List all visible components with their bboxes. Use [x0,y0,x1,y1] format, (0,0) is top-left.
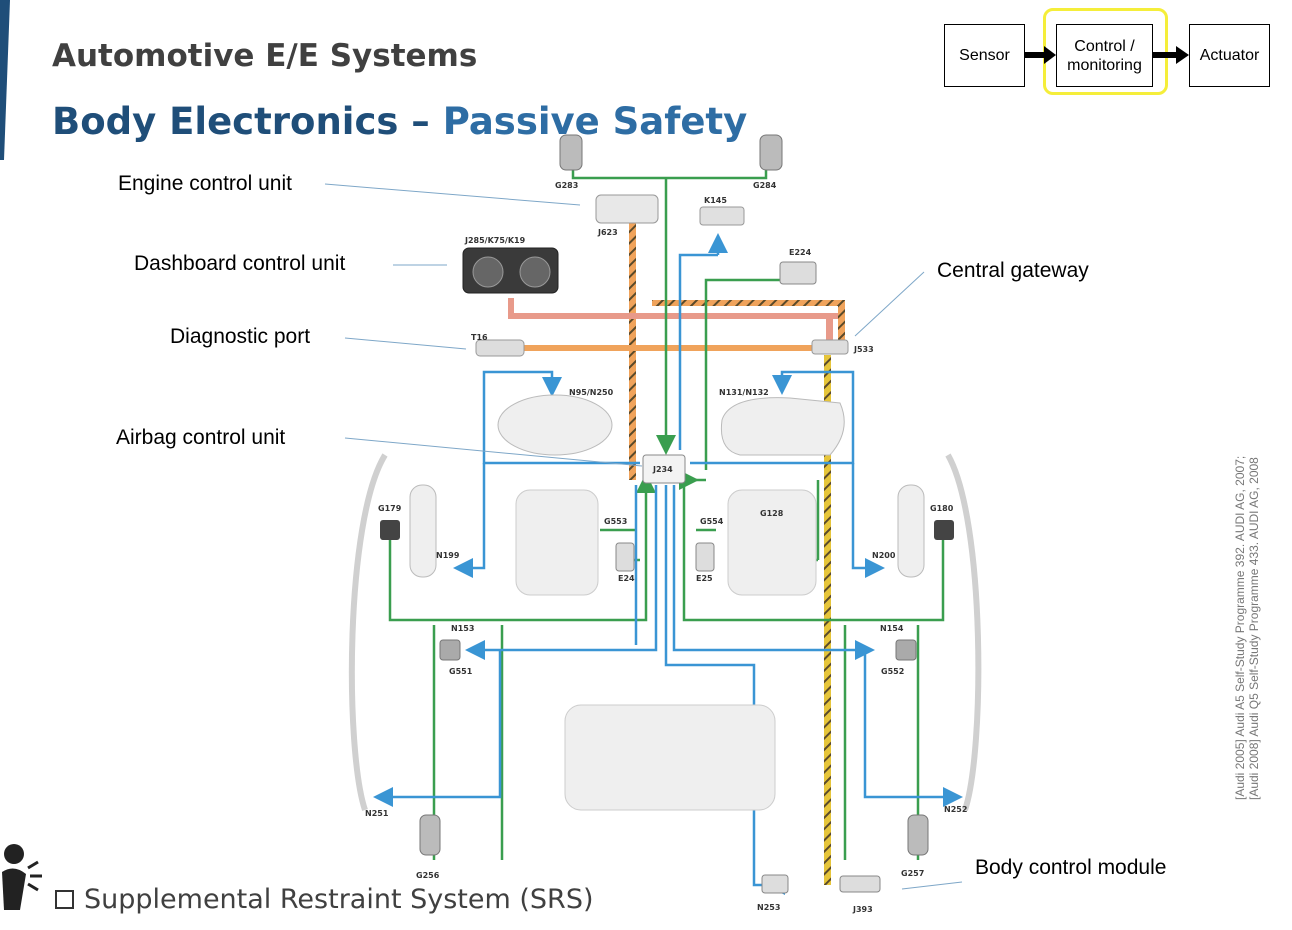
driver-seat-shape [515,489,599,596]
label-g256: G256 [416,871,440,880]
callout-diagnostic: Diagnostic port [170,325,311,348]
bullet-checkbox-icon [55,890,74,909]
subtitle-main: Body Electronics – [52,100,430,143]
k145-shape [699,206,745,226]
label-e24: E24 [618,574,635,583]
label-n95: N95/N250 [569,388,614,397]
g552-sensor [895,639,917,661]
srs-text: Supplemental Restraint System (SRS) [84,884,594,915]
e224-shape [779,261,817,285]
seatbelt-g257 [907,814,929,856]
label-g180: G180 [930,504,954,513]
label-g179: G179 [378,504,402,513]
g551-sensor [439,639,461,661]
n253-shape [761,874,789,894]
actuator-wires [373,233,963,895]
citation-line-2: [Audi 2008] Audi Q5 Self-Study Programme… [1247,457,1261,800]
label-k145: K145 [704,196,727,205]
label-g554: G554 [700,517,724,526]
label-j623: J623 [597,228,618,237]
control-box: Control / monitoring [1056,24,1153,87]
label-g552: G552 [881,667,904,676]
callout-airbag: Airbag control unit [116,426,286,449]
component-labels: G283 G284 J623 K145 J285/K75/K19 E224 T1… [365,181,967,914]
label-g257: G257 [901,869,924,878]
g180-sensor [934,520,954,540]
callout-engine: Engine control unit [118,172,292,195]
callout-body: Body control module [975,856,1167,879]
e24-switch [615,542,635,572]
passenger-airbag-shape [720,397,845,456]
page-title: Automotive E/E Systems [52,38,478,74]
passenger-seat-shape [727,489,817,596]
arrow-sensor-control [1025,46,1056,64]
label-n251: N251 [365,809,389,818]
seatbelt-g256 [419,814,441,856]
g179-sensor [380,520,400,540]
seatbelt-g283 [559,134,583,171]
body-control-shape [839,875,881,893]
accent-bar [0,0,10,160]
citation: [Audi 2005] Audi A5 Self-Study Programme… [1233,430,1273,800]
label-g551: G551 [449,667,473,676]
label-n153: N153 [451,624,474,633]
label-t16: T16 [471,333,488,342]
driver-airbag-shape [497,394,613,456]
control-label-1: Control / [1074,37,1135,55]
subtitle-topic: Passive Safety [442,100,748,143]
side-airbag-left [409,484,437,578]
label-g553: G553 [604,517,627,526]
label-e224: E224 [789,248,812,257]
callout-gateway: Central gateway [937,259,1089,282]
e25-switch [695,542,715,572]
airbag-ecu-shape [642,454,686,484]
engine-ecu-shape [595,194,659,224]
label-n253: N253 [757,903,780,912]
arrow-control-actuator [1153,46,1189,64]
label-g128: G128 [760,509,784,518]
sensor-box: Sensor [944,24,1025,87]
side-airbag-right [897,484,925,578]
label-n199: N199 [436,551,460,560]
label-j393: J393 [852,905,873,914]
label-j533: J533 [853,345,874,354]
vehicle-outline [348,453,982,811]
label-n154: N154 [880,624,904,633]
seatbelt-g284 [759,134,783,171]
component-shapes [380,134,954,894]
srs-bullet: Supplemental Restraint System (SRS) [55,884,594,915]
can-bus-orange [508,222,845,480]
label-j285: J285/K75/K19 [464,236,526,245]
label-n131: N131/N132 [719,388,769,397]
obd-port-shape [475,339,525,357]
label-n200: N200 [872,551,896,560]
callout-dashboard: Dashboard control unit [134,252,346,275]
actuator-box: Actuator [1189,24,1270,87]
airbag-person-icon [2,844,42,910]
rear-seat-shape [564,704,776,811]
gateway-shape [811,339,849,355]
label-j234: J234 [652,465,673,474]
control-label-2: monitoring [1067,56,1142,74]
label-g284: G284 [753,181,777,190]
label-e25: E25 [696,574,713,583]
callout-lines [324,183,963,890]
label-n252: N252 [944,805,967,814]
label-g283: G283 [555,181,578,190]
citation-line-1: [Audi 2005] Audi A5 Self-Study Programme… [1233,455,1247,800]
page-subtitle: Body Electronics – Passive Safety [52,100,747,143]
